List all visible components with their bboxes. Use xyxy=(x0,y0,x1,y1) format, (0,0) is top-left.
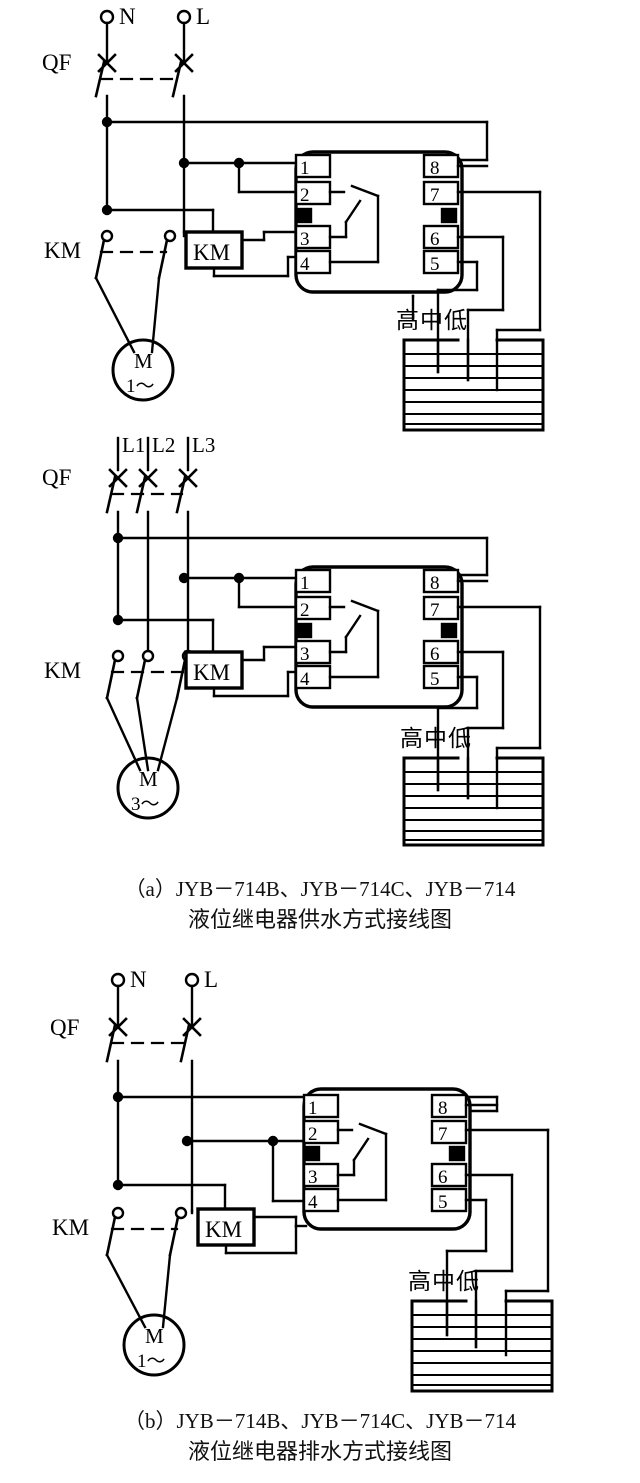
tank-probes xyxy=(436,328,499,392)
label-qf: QF xyxy=(42,465,71,490)
label-probe-high: 高 xyxy=(396,308,419,333)
relay-terminal-6: 6 xyxy=(438,1167,448,1188)
label-motor-phase: 3～ xyxy=(131,794,160,815)
diagram-b-single-phase: N L QF KM KM M 1～ 1 2 3 4 8 7 6 5 高 中 低 xyxy=(50,967,554,1393)
relay-internal-contact xyxy=(328,184,380,264)
junction-dot xyxy=(112,532,124,544)
label-probe-mid: 中 xyxy=(432,1269,455,1294)
junction-dot xyxy=(101,204,113,216)
terminal-n-circle xyxy=(99,9,115,25)
label-n: N xyxy=(119,4,136,29)
label-km-coil: KM xyxy=(205,1217,242,1242)
relay-right-terminals xyxy=(430,1093,468,1213)
relay-terminal-2: 2 xyxy=(300,600,310,621)
relay-terminal-4: 4 xyxy=(300,669,310,690)
relay-terminal-5: 5 xyxy=(430,669,440,690)
tank-probes xyxy=(445,1289,508,1357)
label-km-coil: KM xyxy=(193,240,230,265)
label-l: L xyxy=(196,4,210,29)
relay-terminal-8: 8 xyxy=(430,158,440,179)
relay-terminal-4: 4 xyxy=(300,254,310,275)
relay-internal-contact xyxy=(336,1122,388,1202)
relay-terminal-7: 7 xyxy=(430,600,440,621)
relay-terminal-6: 6 xyxy=(430,229,440,250)
junction-dot xyxy=(112,1091,124,1103)
label-l2: L2 xyxy=(152,433,175,457)
label-km: KM xyxy=(44,238,81,263)
motor-symbol xyxy=(122,1313,186,1377)
relay-terminal-3: 3 xyxy=(300,229,310,250)
label-km: KM xyxy=(44,658,81,683)
label-motor-letter: M xyxy=(134,349,153,373)
junction-dot xyxy=(181,1135,193,1147)
label-motor-letter: M xyxy=(145,1324,164,1348)
caption-b-line2: 液位继电器排水方式接线图 xyxy=(187,1439,452,1464)
label-l3: L3 xyxy=(192,433,215,457)
relay-terminal-5: 5 xyxy=(438,1192,448,1213)
relay-terminal-8: 8 xyxy=(430,573,440,594)
water-level-lines xyxy=(411,1314,553,1386)
relay-right-terminals xyxy=(422,568,460,690)
km-coil-box xyxy=(184,230,244,270)
terminal-n-circle xyxy=(110,972,126,988)
junction-dot xyxy=(112,1179,124,1191)
label-probe-mid: 中 xyxy=(424,726,447,751)
qf-fuse-marks xyxy=(97,53,194,73)
junction-dot xyxy=(178,157,190,169)
relay-terminal-8: 8 xyxy=(438,1098,448,1119)
junction-dot xyxy=(101,116,113,128)
relay-terminal-6: 6 xyxy=(430,644,440,665)
label-km: KM xyxy=(52,1215,89,1240)
label-qf: QF xyxy=(50,1015,79,1040)
relay-terminal-1: 1 xyxy=(300,158,310,179)
label-motor-phase: 1～ xyxy=(126,376,155,397)
terminal-l-circle xyxy=(176,9,192,25)
label-probe-low: 低 xyxy=(448,726,471,751)
caption-a: （a）JYB－714B、JYB－714C、JYB－714 液位继电器供水方式接线… xyxy=(0,874,640,936)
motor-symbol xyxy=(116,756,180,820)
label-probe-high: 高 xyxy=(408,1269,431,1294)
relay-terminal-1: 1 xyxy=(300,573,310,594)
km-main-contacts xyxy=(94,229,186,280)
relay-terminal-2: 2 xyxy=(308,1124,318,1145)
relay-terminal-1: 1 xyxy=(308,1098,318,1119)
km-coil-box xyxy=(196,1207,256,1247)
label-n: N xyxy=(130,967,147,992)
terminal-l-circle xyxy=(184,972,200,988)
caption-a-line2: 液位继电器供水方式接线图 xyxy=(187,907,452,932)
label-qf: QF xyxy=(42,50,71,75)
km-main-contacts xyxy=(105,1206,194,1257)
relay-terminal-2: 2 xyxy=(300,185,310,206)
relay-left-terminals xyxy=(294,153,332,275)
water-level-lines xyxy=(403,353,544,425)
caption-a-line1: （a）JYB－714B、JYB－714C、JYB－714 xyxy=(124,877,516,901)
water-level-lines xyxy=(403,771,544,841)
diagram-a-three-phase: L1 L2 L3 QF KM KM M 3～ 1 2 3 4 8 7 6 5 高… xyxy=(42,433,545,847)
relay-terminal-3: 3 xyxy=(300,644,310,665)
label-probe-low: 低 xyxy=(456,1269,479,1294)
caption-b: （b）JYB－714B、JYB－714C、JYB－714 液位继电器排水方式接线… xyxy=(0,1406,640,1468)
tank-probes xyxy=(436,746,499,810)
caption-b-line1: （b）JYB－714B、JYB－714C、JYB－714 xyxy=(123,1409,517,1433)
motor-symbol xyxy=(111,338,175,402)
relay-terminal-7: 7 xyxy=(430,185,440,206)
label-probe-high: 高 xyxy=(400,726,423,751)
relay-internal-contact xyxy=(328,599,380,679)
label-probe-low: 低 xyxy=(444,308,467,333)
label-motor-phase: 1～ xyxy=(137,1351,166,1372)
relay-terminal-7: 7 xyxy=(438,1124,448,1145)
label-l1: L1 xyxy=(122,433,145,457)
junction-dot xyxy=(112,614,124,626)
diagram-a-single-phase: N L QF KM KM M 1～ 1 2 3 4 8 7 6 5 高 中 低 xyxy=(42,4,545,432)
label-motor-letter: M xyxy=(139,767,158,791)
label-km-coil: KM xyxy=(193,660,230,685)
km-main-contacts xyxy=(105,649,195,700)
label-probe-mid: 中 xyxy=(420,308,443,333)
relay-terminal-3: 3 xyxy=(308,1167,318,1188)
junction-dot xyxy=(178,572,190,584)
relay-terminal-4: 4 xyxy=(308,1192,318,1213)
label-l: L xyxy=(204,967,218,992)
relay-terminal-5: 5 xyxy=(430,254,440,275)
